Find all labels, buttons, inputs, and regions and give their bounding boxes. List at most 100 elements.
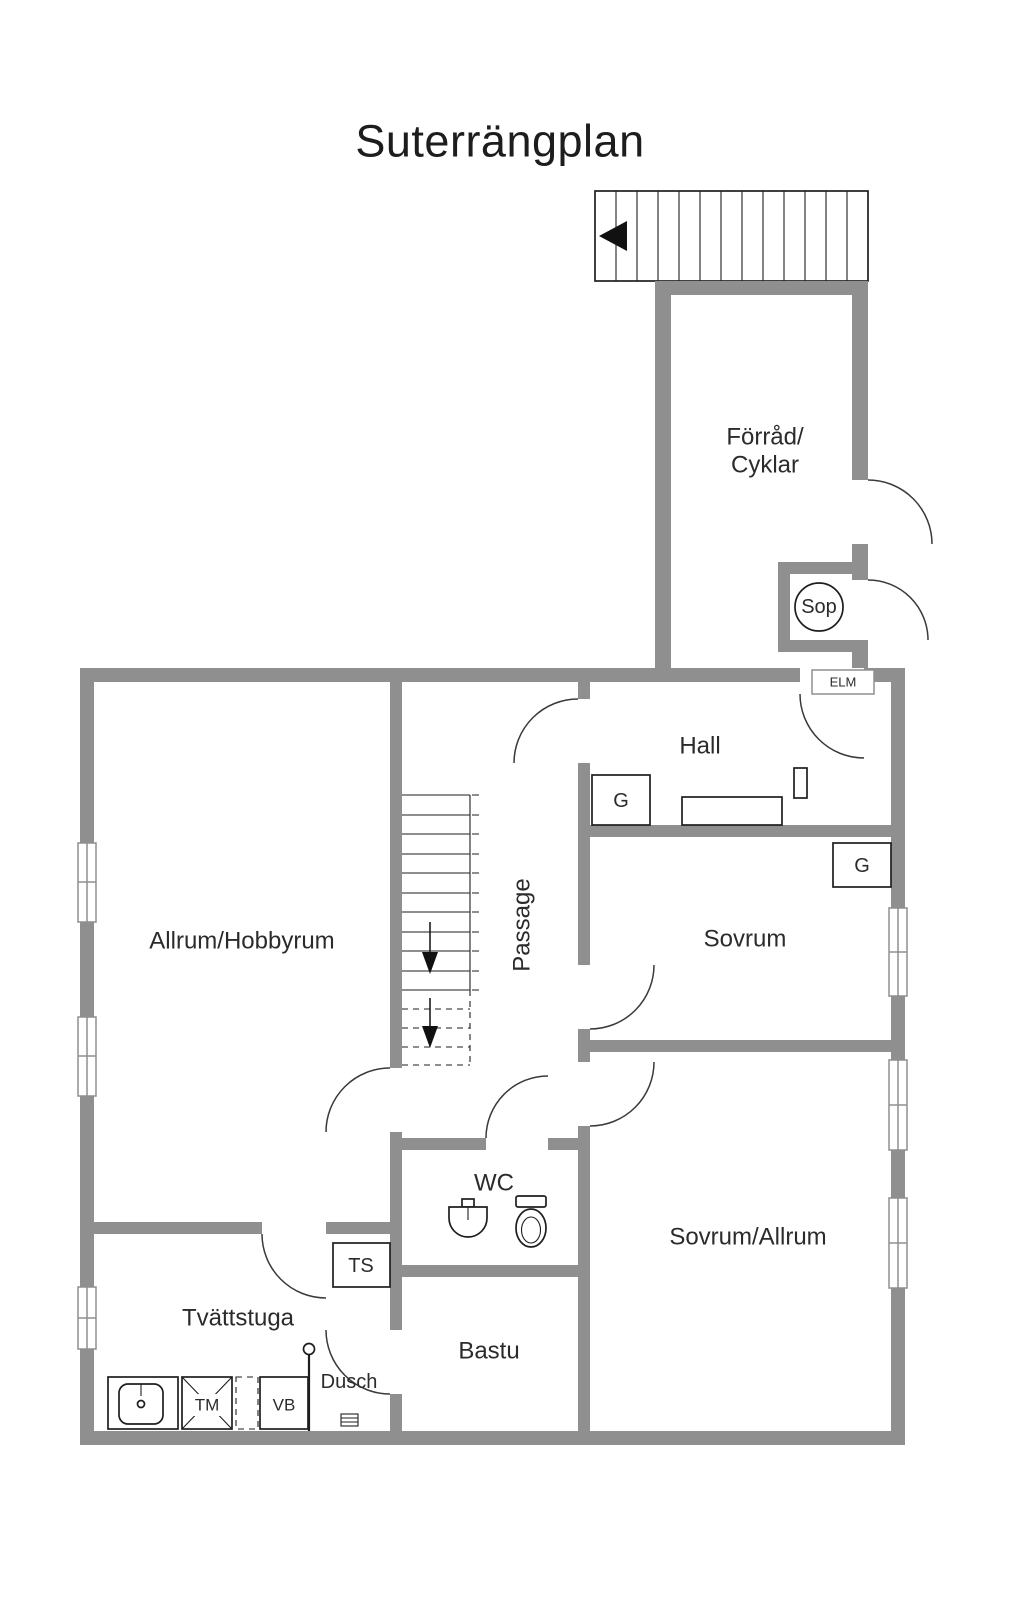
laundry-sink-drain: [136, 1399, 146, 1409]
wall-segment: [578, 825, 891, 837]
room-label-family-room: Allrum/Hobbyrum: [149, 928, 334, 955]
toilet-bowl-inner: [520, 1216, 542, 1244]
drain-grate: [341, 1417, 358, 1423]
wall-segment: [778, 640, 868, 652]
stair-direction-arrow-icon: [599, 221, 627, 251]
wall-segment: [655, 281, 868, 295]
door-opening: [390, 1330, 402, 1394]
door-opening: [578, 1062, 590, 1126]
exterior-stair-outline: [594, 190, 869, 282]
room-label-passage: Passage: [509, 878, 536, 971]
door-opening: [852, 480, 868, 544]
window-mullion: [78, 843, 96, 922]
interior-staircase: [402, 794, 479, 1066]
windows: [77, 842, 908, 1350]
toilet-icon: [515, 1195, 547, 1248]
window-mullion: [78, 1287, 96, 1349]
window: [77, 1286, 97, 1350]
window: [888, 1059, 908, 1151]
electrical-cabinet: [811, 669, 875, 695]
sink-basin: [448, 1206, 488, 1238]
down-arrow-icon: [422, 1026, 438, 1048]
door-opening: [262, 1222, 326, 1234]
window: [77, 842, 97, 923]
shower-head: [302, 1342, 316, 1356]
door-arc-entrance: [799, 693, 865, 759]
door-arc-laundry: [261, 1233, 327, 1299]
wall-segment: [390, 682, 402, 1431]
door-arc-wc: [485, 1075, 549, 1139]
door-arc-storage: [867, 479, 933, 545]
room-label-bedroom-family: Sovrum/Allrum: [669, 1224, 826, 1251]
window-mullion: [889, 1198, 907, 1288]
wall-segment: [94, 1222, 402, 1234]
wall-segment: [778, 562, 868, 574]
stair-rail-ticks: [472, 794, 479, 991]
closet-hall-box: [591, 774, 651, 826]
door-arc-family-room: [325, 1067, 391, 1133]
door-arc-sauna: [325, 1329, 391, 1395]
water-heater-box: [259, 1376, 309, 1430]
label-closet-bedroom: G: [854, 855, 870, 877]
label-electrical: ELM: [830, 675, 857, 690]
sink-tap: [461, 1198, 475, 1208]
laundry-sink-icon: [107, 1376, 179, 1430]
washer-label-bg: [190, 1394, 224, 1416]
radiator: [793, 767, 808, 799]
window: [77, 1016, 97, 1097]
toilet-tank: [515, 1195, 547, 1208]
hall-cabinet: [681, 796, 783, 826]
door-opening: [852, 580, 868, 640]
wall-segment: [778, 562, 790, 652]
label-drying-cabinet: TS: [348, 1255, 374, 1277]
closet-bedroom-box: [832, 842, 892, 888]
wall-segment: [402, 1265, 578, 1277]
wall-segment: [80, 1431, 905, 1445]
fixtures: [107, 582, 892, 1431]
room-label-hall: Hall: [679, 733, 720, 760]
label-shower: Dusch: [321, 1371, 378, 1393]
wall-segment: [578, 1040, 891, 1052]
door-opening: [486, 1138, 548, 1150]
stair-treads-dashed: [402, 1008, 470, 1066]
wall-segment: [578, 682, 590, 1431]
stair-treads: [402, 794, 470, 991]
door-opening: [390, 1068, 402, 1132]
label-water-heater: VB: [273, 1396, 296, 1415]
floor-drain-icon: [340, 1413, 359, 1427]
wall-segment: [80, 668, 905, 682]
wall-segment: [891, 668, 905, 1445]
shower-icon: [302, 1342, 316, 1431]
door-opening: [578, 965, 590, 1029]
label-washer: TM: [195, 1396, 220, 1415]
plan-title: Suterrängplan: [355, 116, 644, 167]
door-arcs: [261, 479, 933, 1395]
window-mullion: [78, 1017, 96, 1096]
reserved-space-dashed: [235, 1376, 259, 1430]
window: [888, 1197, 908, 1289]
label-trash: Sop: [801, 596, 837, 618]
down-arrow-icon: [422, 952, 438, 974]
door-arc-hall-passage: [513, 698, 579, 764]
washing-machine-box: [181, 1376, 233, 1430]
toilet-bowl: [515, 1208, 547, 1248]
label-closet-hall: G: [613, 790, 629, 812]
door-arc-bedroom-family: [589, 1061, 655, 1127]
window-mullion: [889, 1060, 907, 1150]
room-label-storage-1: Förråd/: [726, 424, 804, 451]
drying-cabinet-box: [332, 1242, 391, 1288]
wall-segment: [655, 281, 671, 682]
room-label-storage-2: Cyklar: [731, 452, 799, 479]
door-opening: [578, 699, 590, 763]
door-arc-trash: [867, 579, 929, 641]
room-label-bedroom: Sovrum: [704, 926, 787, 953]
window-mullion: [889, 908, 907, 996]
trash-bin-circle: [794, 582, 844, 632]
labels: Suterrängplan Förråd/ Cyklar Sop ELM Hal…: [149, 116, 869, 1415]
room-label-laundry: Tvättstuga: [182, 1305, 295, 1332]
wc-sink-icon: [448, 1198, 488, 1238]
drain-outline: [340, 1413, 359, 1427]
exterior-staircase: [594, 190, 869, 282]
